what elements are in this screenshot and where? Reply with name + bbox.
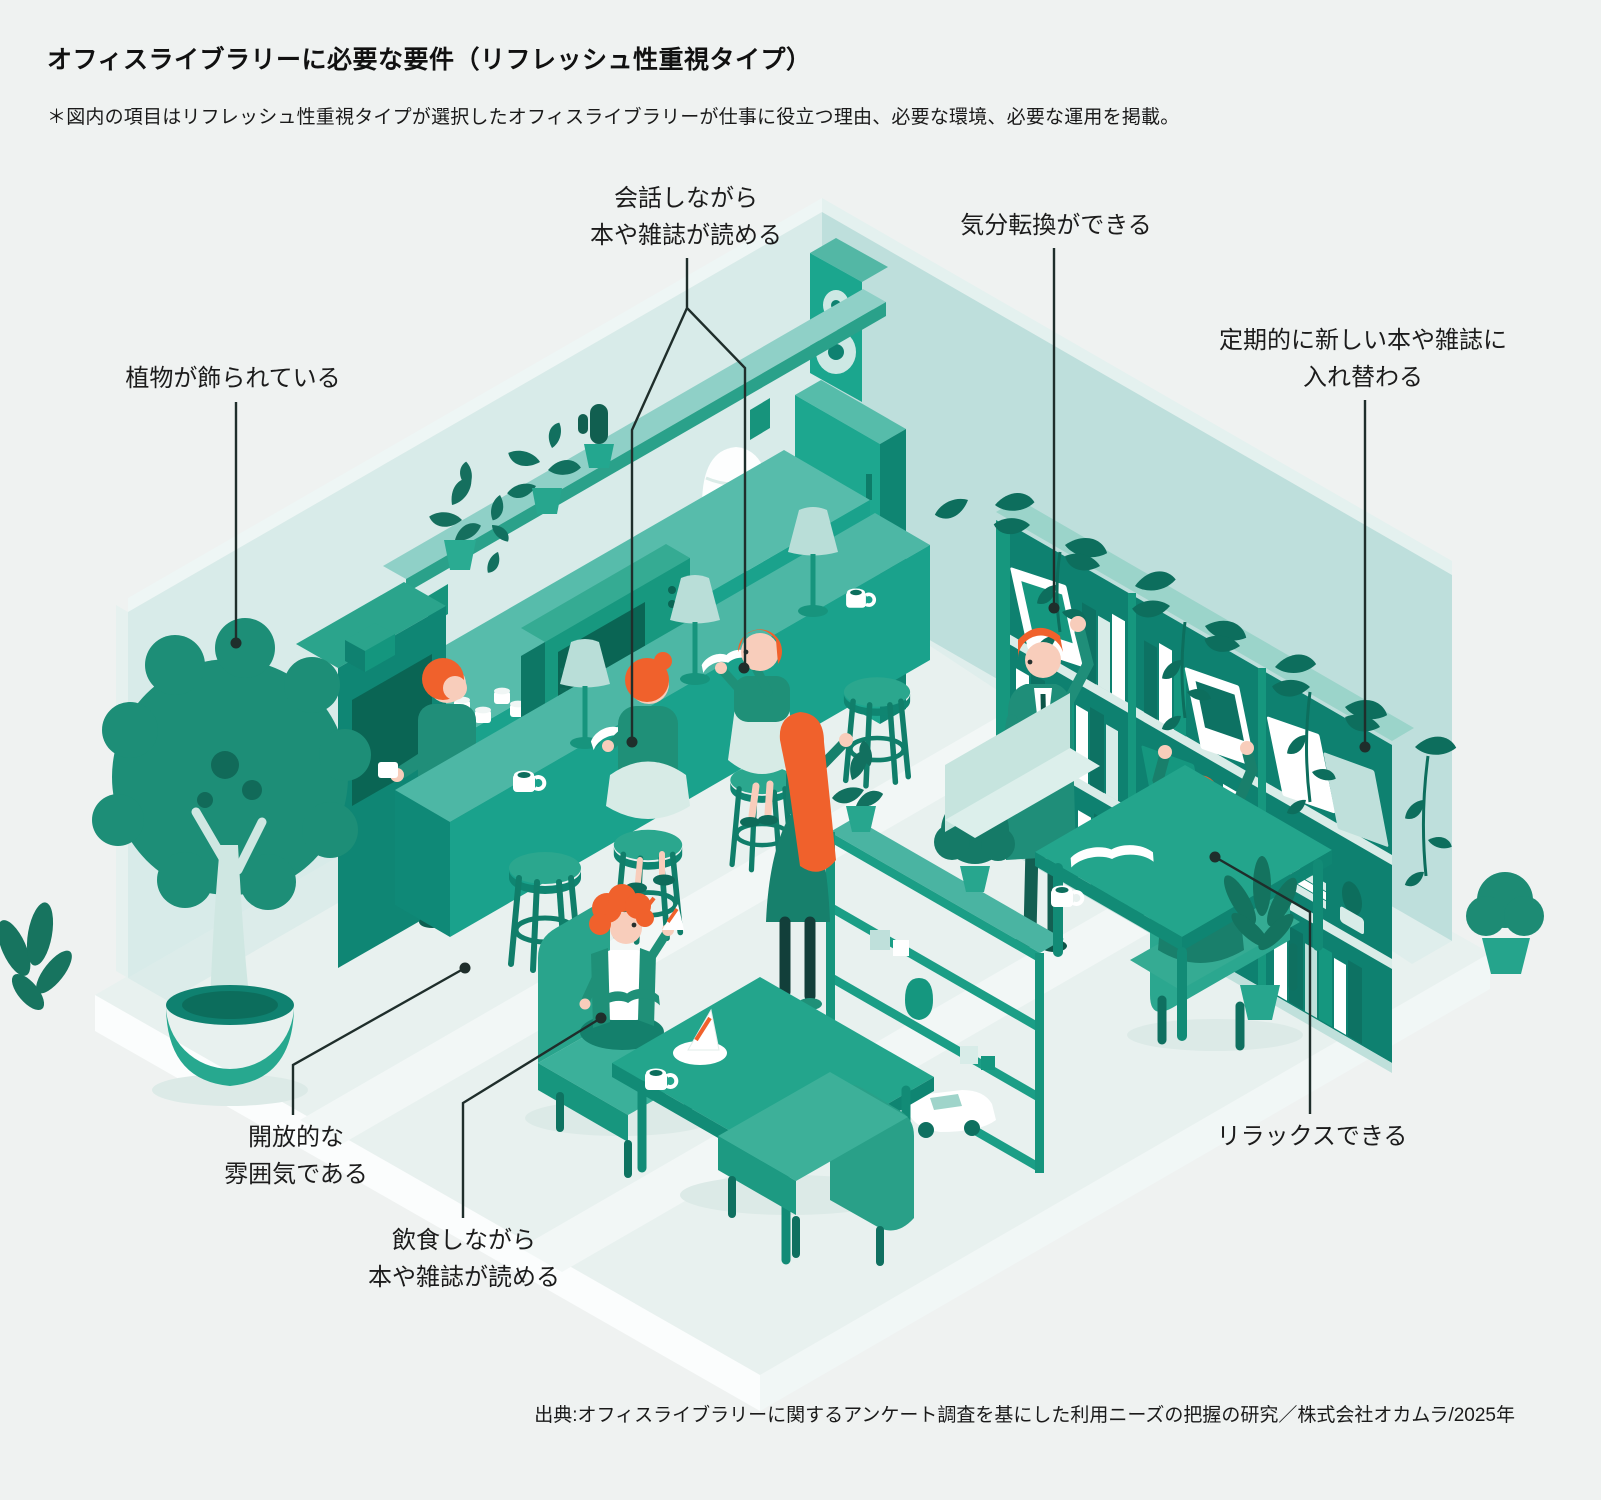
cafe-seating-area	[525, 884, 934, 1266]
label-book-rotation: 定期的に新しい本や雑誌に 入れ替わる	[1219, 327, 1507, 391]
toy-car-icon	[908, 1090, 996, 1138]
person-reading-drinking	[700, 629, 796, 869]
floor-stripe	[520, 838, 1272, 1272]
trailing-plant-icon	[932, 489, 1458, 889]
books	[1266, 716, 1389, 1045]
wall-shelf	[383, 289, 886, 626]
label-openness: 開放的な 雰囲気である	[224, 1124, 368, 1188]
page-title: オフィスライブラリーに必要な要件（リフレッシュ性重視タイプ）	[47, 46, 812, 74]
person-reading-eating	[579, 884, 684, 1050]
annotation-dots	[230, 602, 1371, 1024]
toy-blocks	[870, 930, 995, 1070]
label-plants: 植物が飾られている	[125, 365, 341, 392]
label-eat-and-read: 飲食しながら 本や雑誌が読める	[368, 1227, 560, 1291]
page-note: ＊図内の項目はリフレッシュ性重視タイプが選択したオフィスライブラリーが仕事に役立…	[47, 107, 1180, 128]
label-relax: リラックスできる	[1216, 1123, 1408, 1150]
cactus-icon	[578, 404, 614, 468]
vase-icon	[905, 978, 933, 1020]
floor-plant	[0, 902, 72, 1011]
floor-plant	[1466, 872, 1544, 974]
potted-tree	[92, 618, 371, 1106]
armchair	[718, 1072, 914, 1266]
platform-side-right	[760, 953, 1490, 1411]
label-mood-change: 気分転換ができる	[960, 212, 1152, 239]
sofa-pale	[945, 693, 1070, 832]
label-conversation: 会話しながら 本や雑誌が読める	[590, 185, 782, 249]
annotation-leader-lines	[234, 248, 1367, 1218]
cactus-icon	[1340, 881, 1364, 934]
sandwich-plate-icon	[673, 1008, 727, 1065]
person-standing-with-plant	[766, 712, 853, 1010]
header: オフィスライブラリーに必要な要件（リフレッシュ性重視タイプ） ＊図内の項目はリフ…	[47, 40, 1179, 129]
floor-plant	[1223, 856, 1297, 1020]
source-credit: 出典:オフィスライブラリーに関するアンケート調査を基にした利用ニーズの把握の研究…	[534, 1405, 1515, 1426]
